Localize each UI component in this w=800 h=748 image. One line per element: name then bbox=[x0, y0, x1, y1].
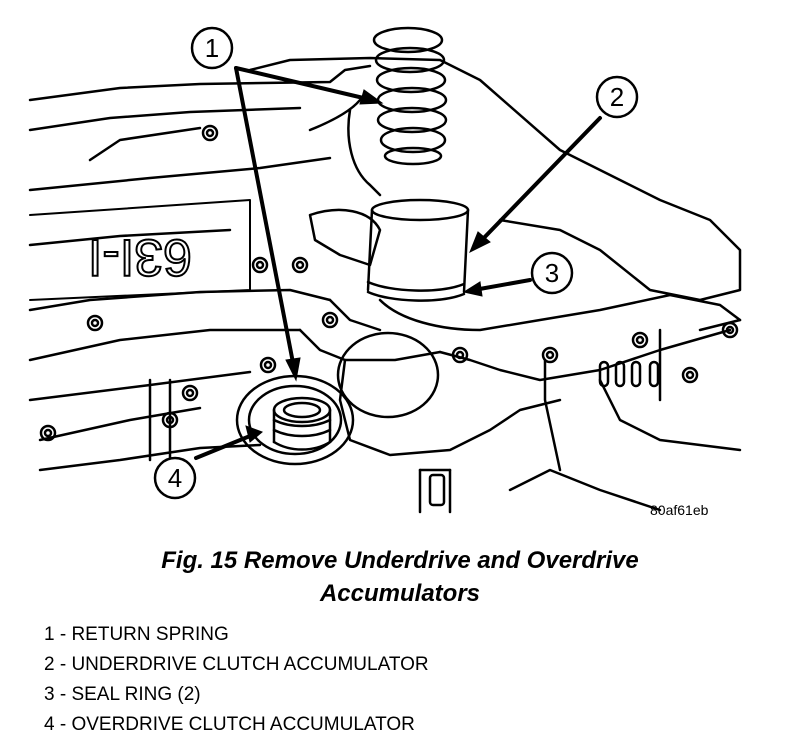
leader-line-4 bbox=[194, 425, 263, 460]
legend-item: 4 - OVERDRIVE CLUTCH ACCUMULATOR bbox=[44, 714, 415, 735]
caption-line-2: Accumulators bbox=[319, 580, 481, 607]
figure-caption: Fig. 15 Remove Underdrive and Overdrive … bbox=[0, 544, 800, 610]
leader-line-2 bbox=[469, 116, 602, 254]
image-code: 80af61eb bbox=[650, 502, 709, 518]
caption-line-1: Fig. 15 Remove Underdrive and Overdrive bbox=[161, 547, 639, 574]
leader-line-1 bbox=[234, 66, 384, 382]
callout-label-3: 3 bbox=[545, 258, 559, 288]
callout-circle-2 bbox=[595, 75, 639, 119]
callout-circle-1 bbox=[190, 26, 234, 70]
callout-circle-3 bbox=[530, 251, 574, 295]
legend-item: 2 - UNDERDRIVE CLUTCH ACCUMULATOR bbox=[44, 654, 429, 675]
hand bbox=[248, 56, 742, 332]
callout-label-4: 4 bbox=[168, 463, 182, 493]
leader-line-3 bbox=[462, 278, 532, 297]
legend-item: 3 - SEAL RING (2) bbox=[44, 684, 201, 705]
underdrive-accumulator bbox=[366, 198, 470, 302]
legend-list: 1 - RETURN SPRING 2 - UNDERDRIVE CLUTCH … bbox=[44, 620, 429, 740]
transmission-case bbox=[28, 64, 742, 514]
callout-label-2: 2 bbox=[610, 82, 624, 112]
legend-item: 1 - RETURN SPRING bbox=[44, 624, 229, 645]
return-spring bbox=[372, 26, 448, 166]
overdrive-accumulator bbox=[272, 396, 332, 451]
callout-label-1: 1 bbox=[205, 33, 219, 63]
callout-circle-4 bbox=[153, 456, 197, 500]
accumulator-removal-illustration: 1 2 3 4 63I-I 80af61eb bbox=[28, 26, 742, 518]
casting-mark: 63I-I bbox=[88, 228, 192, 286]
